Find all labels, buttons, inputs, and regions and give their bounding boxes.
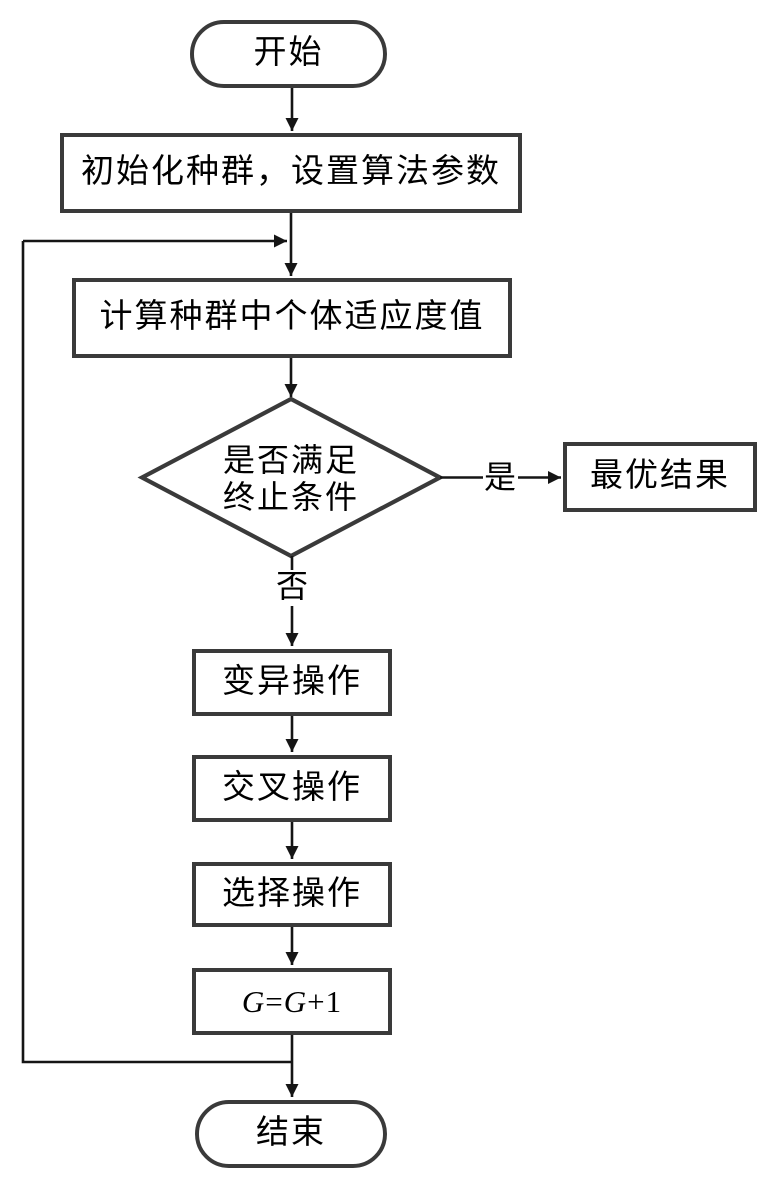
decision-label: 是否满足 终止条件 bbox=[181, 442, 401, 516]
node-init-label: 初始化种群，设置算法参数 bbox=[81, 154, 501, 191]
node-best-label: 最优结果 bbox=[590, 458, 730, 495]
node-start-label: 开始 bbox=[253, 35, 324, 72]
node-mutation: 变异操作 bbox=[192, 649, 392, 716]
node-start: 开始 bbox=[190, 20, 387, 88]
node-init: 初始化种群，设置算法参数 bbox=[60, 133, 522, 213]
node-mutation-label: 变异操作 bbox=[222, 663, 362, 700]
decision-label-line2: 终止条件 bbox=[222, 479, 359, 516]
edge-label-no: 否 bbox=[276, 568, 311, 604]
node-end: 结束 bbox=[195, 1100, 387, 1168]
node-increment-label: G=G+1 bbox=[241, 983, 343, 1019]
node-fitness-label: 计算种群中个体适应度值 bbox=[99, 299, 485, 336]
node-fitness: 计算种群中个体适应度值 bbox=[72, 278, 512, 358]
node-end-label: 结束 bbox=[256, 1115, 326, 1152]
edge-label-yes: 是 bbox=[484, 459, 519, 495]
decision-label-line1: 是否满足 bbox=[222, 442, 359, 478]
node-selection: 选择操作 bbox=[192, 862, 392, 927]
node-increment: G=G+1 bbox=[192, 968, 392, 1035]
edge-loop-return bbox=[21, 241, 292, 1064]
node-crossover: 交叉操作 bbox=[192, 755, 392, 822]
node-best: 最优结果 bbox=[563, 442, 757, 512]
node-selection-label: 选择操作 bbox=[222, 875, 362, 912]
node-crossover-label: 交叉操作 bbox=[222, 769, 362, 806]
